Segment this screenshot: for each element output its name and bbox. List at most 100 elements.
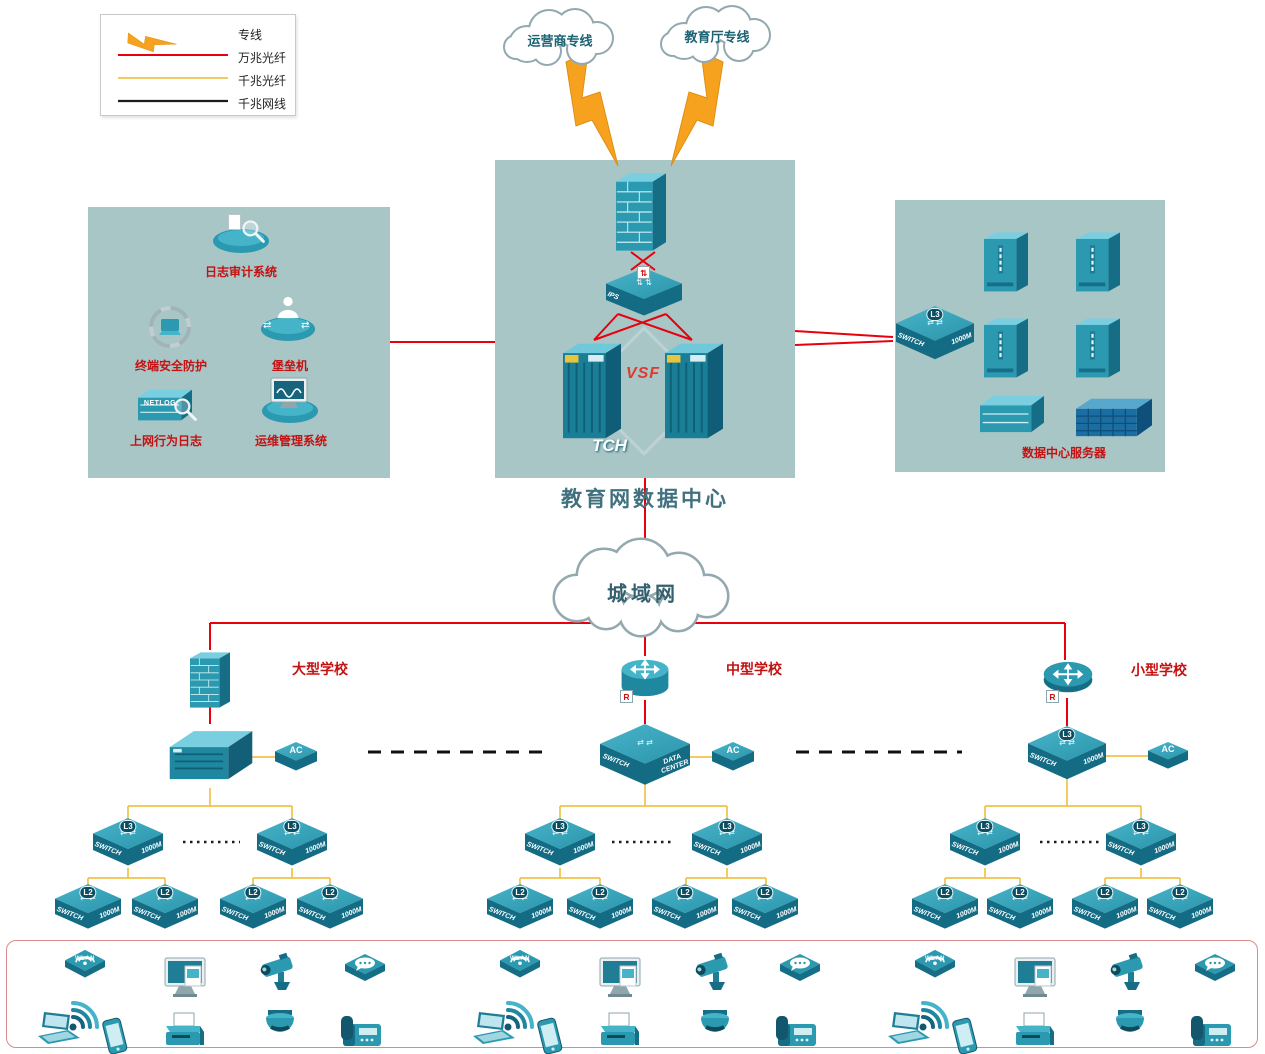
bastion-arrow-icon: ⇄ — [263, 320, 272, 331]
l3-switch: L3 ⇄ ⇄ SWITCH 1000M — [950, 818, 1020, 868]
firewall-icon — [616, 172, 666, 252]
switch-arrows-icon: ⇄ ⇄ — [927, 317, 943, 327]
medium-school-label: 中型学校 — [726, 661, 782, 677]
core-server-icon — [168, 730, 254, 780]
legend-lightning-icon — [123, 21, 177, 64]
person-icon — [277, 296, 299, 319]
legend-panel — [100, 14, 296, 116]
legend-10g-fiber-label: 万兆光纤 — [238, 51, 287, 65]
l2-switch: L2 ⇄ ⇄ SWITCH 1000M — [1072, 884, 1138, 931]
magnifier-icon — [241, 219, 265, 243]
fax-phone-icon — [341, 1016, 381, 1046]
smartphone-icon — [101, 1016, 129, 1054]
ips-arrows-icon: ⇅ ⇅ — [636, 278, 652, 287]
laptop-icon — [38, 1012, 80, 1044]
printer-icon — [600, 1012, 640, 1046]
l3-switch: L3 ⇄ ⇄ SWITCH 1000M — [93, 818, 163, 868]
l2-switch: L2 ⇄ ⇄ SWITCH 1000M — [1147, 884, 1213, 931]
wireless-ap-icon — [64, 949, 106, 979]
endpoint-protection-label: 终端安全防护 — [134, 359, 208, 373]
switch-arrows-icon: ⇄ ⇄ — [637, 738, 653, 748]
l2-switch: L2 ⇄ ⇄ SWITCH 1000M — [132, 884, 198, 931]
netlog-tag: NETLOG — [143, 400, 177, 407]
chat-device-icon — [345, 954, 385, 981]
data-center-switch: ⇄ ⇄ SWITCH DATA CENTER — [600, 724, 690, 788]
l3-switch: L3 ⇄ ⇄ SWITCH 1000M — [1106, 818, 1176, 868]
lightning-bolt-icon — [670, 51, 724, 167]
dome-camera-icon — [699, 1008, 731, 1034]
cloud-isp-shape — [503, 8, 614, 66]
server-tower-icon — [1076, 318, 1120, 378]
ops-mgmt-label: 运维管理系统 — [254, 434, 328, 448]
fax-phone-icon — [1191, 1016, 1231, 1046]
bastion-arrow-icon: ⇄ — [301, 320, 310, 331]
endpoint-devices-panel — [6, 940, 1258, 1048]
ac-controller: AC — [275, 742, 317, 772]
desktop-monitor-icon — [1014, 957, 1056, 998]
dome-camera-icon — [264, 1008, 296, 1034]
smartphone-icon — [536, 1016, 564, 1054]
ac-controller: AC — [712, 742, 754, 772]
chat-device-icon — [780, 954, 820, 981]
ips-arrow-tag-icon: ⇅ — [637, 266, 650, 279]
rack-server-icon — [980, 395, 1044, 433]
l2-switch: L2 ⇄ ⇄ SWITCH 1000M — [732, 884, 798, 931]
l2-switch: L2 ⇄ ⇄ SWITCH 1000M — [652, 884, 718, 931]
wireless-ap-icon — [499, 949, 541, 979]
legend-1g-fiber-label: 千兆光纤 — [238, 74, 287, 88]
switch-partial-label: TCH — [592, 436, 627, 455]
ac-controller: AC — [1148, 742, 1188, 770]
l2-switch: L2 ⇄ ⇄ SWITCH 1000M — [297, 884, 363, 931]
vsf-core-switch-icon — [665, 342, 723, 440]
log-document-icon — [228, 214, 241, 230]
large-school-label: 大型学校 — [292, 661, 348, 677]
cloud-man-shape — [552, 537, 730, 638]
ptz-camera-icon — [692, 952, 729, 990]
router-tag: R — [1046, 690, 1059, 703]
wlan-label: WLAN — [925, 956, 945, 962]
legend-dedicated-line-label: 专线 — [238, 28, 263, 42]
lightning-bolt-icon — [565, 51, 619, 167]
l2-switch: L2 ⇄ ⇄ SWITCH 1000M — [912, 884, 978, 931]
cloud-man-label: 城域网 — [607, 583, 679, 606]
cloud-edu-shape — [660, 5, 771, 63]
vsf-label: VSF — [625, 365, 661, 382]
printer-icon — [165, 1012, 205, 1046]
laptop-icon — [888, 1012, 930, 1044]
wlan-label: WLAN — [510, 956, 530, 962]
net-log-label: 上网行为日志 — [129, 434, 203, 448]
wlan-label: WLAN — [75, 956, 95, 962]
vsf-core-switch-icon — [563, 342, 621, 440]
l2-switch: L2 ⇄ ⇄ SWITCH 1000M — [487, 884, 553, 931]
blade-chassis-icon — [1076, 398, 1152, 437]
server-tower-icon — [1076, 232, 1120, 292]
printer-icon — [1015, 1012, 1055, 1046]
l2-switch: L2 ⇄ ⇄ SWITCH 1000M — [55, 884, 121, 931]
l3-switch: L3 ⇄ ⇄ SWITCH 1000M — [692, 818, 762, 868]
endpoint-protection-icon — [149, 306, 191, 348]
smartphone-icon — [951, 1016, 979, 1054]
dome-camera-icon — [1114, 1008, 1146, 1034]
cloud-edu-label: 教育厅专线 — [684, 29, 750, 45]
ptz-camera-icon — [257, 952, 294, 990]
ops-monitor-icon — [270, 377, 308, 409]
l2-switch: L2 ⇄ ⇄ SWITCH 1000M — [220, 884, 286, 931]
l2-switch: L2 ⇄ ⇄ SWITCH 1000M — [567, 884, 633, 931]
l2-switch: L2 ⇄ ⇄ SWITCH 1000M — [987, 884, 1053, 931]
switch-arrows-icon: ⇄ ⇄ — [1059, 737, 1075, 747]
l3-switch: L3 ⇄ ⇄ SWITCH 1000M — [525, 818, 595, 868]
fax-phone-icon — [776, 1016, 816, 1046]
log-audit-label: 日志审计系统 — [204, 265, 278, 279]
datacenter-title: 教育网数据中心 — [561, 487, 729, 511]
ptz-camera-icon — [1107, 952, 1144, 990]
desktop-monitor-icon — [599, 957, 641, 998]
router-tag: R — [620, 690, 633, 703]
server-tower-icon — [984, 318, 1028, 378]
ips-device: ⇅ ⇅ IPS — [606, 268, 682, 318]
chat-device-icon — [1195, 954, 1235, 981]
l3-switch: L3 ⇄ ⇄ SWITCH 1000M — [257, 818, 327, 868]
bastion-label: 堡垒机 — [271, 359, 309, 373]
server-tower-icon — [984, 232, 1028, 292]
desktop-monitor-icon — [164, 957, 206, 998]
